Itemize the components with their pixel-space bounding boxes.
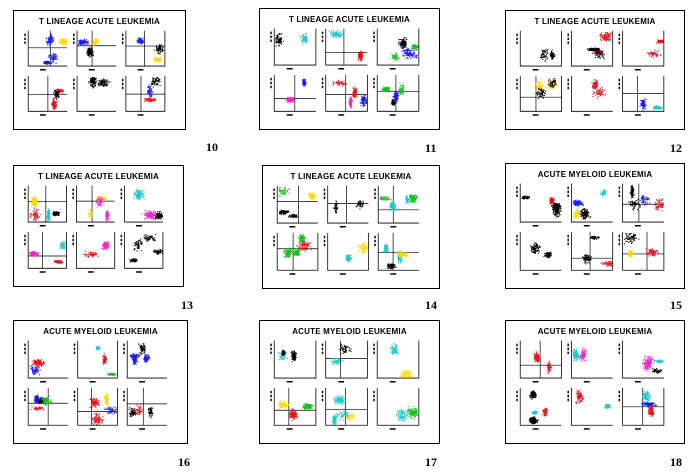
flow-cytometry-plots <box>24 30 166 116</box>
dot-plot <box>618 30 665 71</box>
slide-number: 11 <box>425 141 437 155</box>
slide-title: T LINEAGE ACUTE LEUKEMIA <box>290 172 412 181</box>
dot-plot <box>373 28 420 70</box>
dot-plot <box>567 30 614 71</box>
flow-cytometry-plots <box>516 30 665 116</box>
dot-plot <box>374 185 419 228</box>
slide-title: ACUTE MYELOID LEUKEMIA <box>292 327 407 336</box>
dot-plot <box>567 340 613 383</box>
dot-plot <box>618 75 665 116</box>
slide-13: T LINEAGE ACUTE LEUKEMIA <box>13 165 184 287</box>
dot-plot <box>120 231 164 273</box>
slide-number: 12 <box>670 141 682 155</box>
dot-plot <box>373 74 420 116</box>
flow-cytometry-plots <box>270 28 420 116</box>
dot-plot <box>516 183 562 227</box>
slide-15: ACUTE MYELOID LEUKEMIA <box>505 163 685 289</box>
dot-plot <box>373 387 420 430</box>
dot-plot <box>73 75 117 116</box>
dot-plot <box>270 387 317 430</box>
slide-number: 14 <box>425 298 437 312</box>
dot-plot <box>120 185 163 227</box>
slide-12: T LINEAGE ACUTE LEUKEMIA <box>505 10 685 130</box>
flow-cytometry-plots <box>270 340 420 430</box>
dot-plot <box>516 340 562 383</box>
slide-11: T LINEAGE ACUTE LEUKEMIA <box>259 8 440 130</box>
slide-17: ACUTE MYELOID LEUKEMIA <box>259 320 440 444</box>
dot-plot <box>374 232 419 275</box>
dot-plot <box>373 340 420 383</box>
dot-plot <box>24 231 67 273</box>
dot-plot <box>323 232 369 275</box>
dot-plot <box>516 387 562 430</box>
dot-plot <box>24 340 68 383</box>
dot-plot <box>323 185 369 228</box>
dot-plot <box>567 387 613 430</box>
slide-title: ACUTE MYELOID LEUKEMIA <box>537 327 653 336</box>
dot-plot <box>72 231 116 273</box>
dot-plot <box>121 30 166 71</box>
flow-cytometry-plots <box>273 185 419 275</box>
dot-plot <box>270 340 317 383</box>
dot-plot <box>273 185 318 228</box>
slide-title: T LINEAGE ACUTE LEUKEMIA <box>289 15 410 24</box>
dot-plot <box>618 183 664 227</box>
slide-number: 15 <box>670 298 682 312</box>
flow-cytometry-plots <box>516 183 665 275</box>
dot-plot <box>618 387 665 430</box>
dot-plot <box>270 74 316 116</box>
dot-plot <box>516 231 562 275</box>
dot-plot <box>321 340 368 383</box>
dot-plot <box>270 28 317 70</box>
slide-title: T LINEAGE ACUTE LEUKEMIA <box>39 17 160 26</box>
flow-cytometry-plots <box>24 340 167 430</box>
slide-16: ACUTE MYELOID LEUKEMIA <box>13 320 188 444</box>
dot-plot <box>73 30 117 71</box>
dot-plot <box>567 183 613 227</box>
slide-14: T LINEAGE ACUTE LEUKEMIA <box>262 165 440 289</box>
slide-title: T LINEAGE ACUTE LEUKEMIA <box>38 172 159 181</box>
dot-plot <box>618 231 665 275</box>
dot-plot <box>273 232 319 275</box>
dot-plot <box>516 30 562 71</box>
slide-title: ACUTE MYELOID LEUKEMIA <box>43 327 158 336</box>
dot-plot <box>72 185 115 227</box>
dot-plot <box>618 340 664 383</box>
slide-number: 10 <box>206 140 218 154</box>
dot-plot <box>24 387 68 430</box>
slide-number: 16 <box>178 455 190 469</box>
flow-cytometry-plots <box>24 185 164 273</box>
dot-plot <box>24 185 67 227</box>
dot-plot <box>321 387 368 430</box>
dot-plot <box>321 74 368 116</box>
dot-plot <box>567 75 613 116</box>
dot-plot <box>567 231 614 275</box>
dot-plot <box>24 30 68 71</box>
dot-plot <box>121 75 166 116</box>
slide-18: ACUTE MYELOID LEUKEMIA <box>505 320 685 444</box>
dot-plot <box>73 340 118 383</box>
dot-plot <box>73 387 118 430</box>
slide-title: T LINEAGE ACUTE LEUKEMIA <box>534 17 656 26</box>
slide-title: ACUTE MYELOID LEUKEMIA <box>537 170 653 179</box>
slide-number: 13 <box>181 298 193 312</box>
dot-plot <box>123 340 167 383</box>
dot-plot <box>24 75 68 116</box>
slide-10: T LINEAGE ACUTE LEUKEMIA <box>13 10 186 130</box>
slide-number: 17 <box>425 455 437 469</box>
flow-cytometry-plots <box>516 340 665 430</box>
dot-plot <box>516 75 562 116</box>
dot-plot <box>321 28 368 70</box>
dot-plot <box>123 387 167 430</box>
slide-number: 18 <box>670 455 682 469</box>
